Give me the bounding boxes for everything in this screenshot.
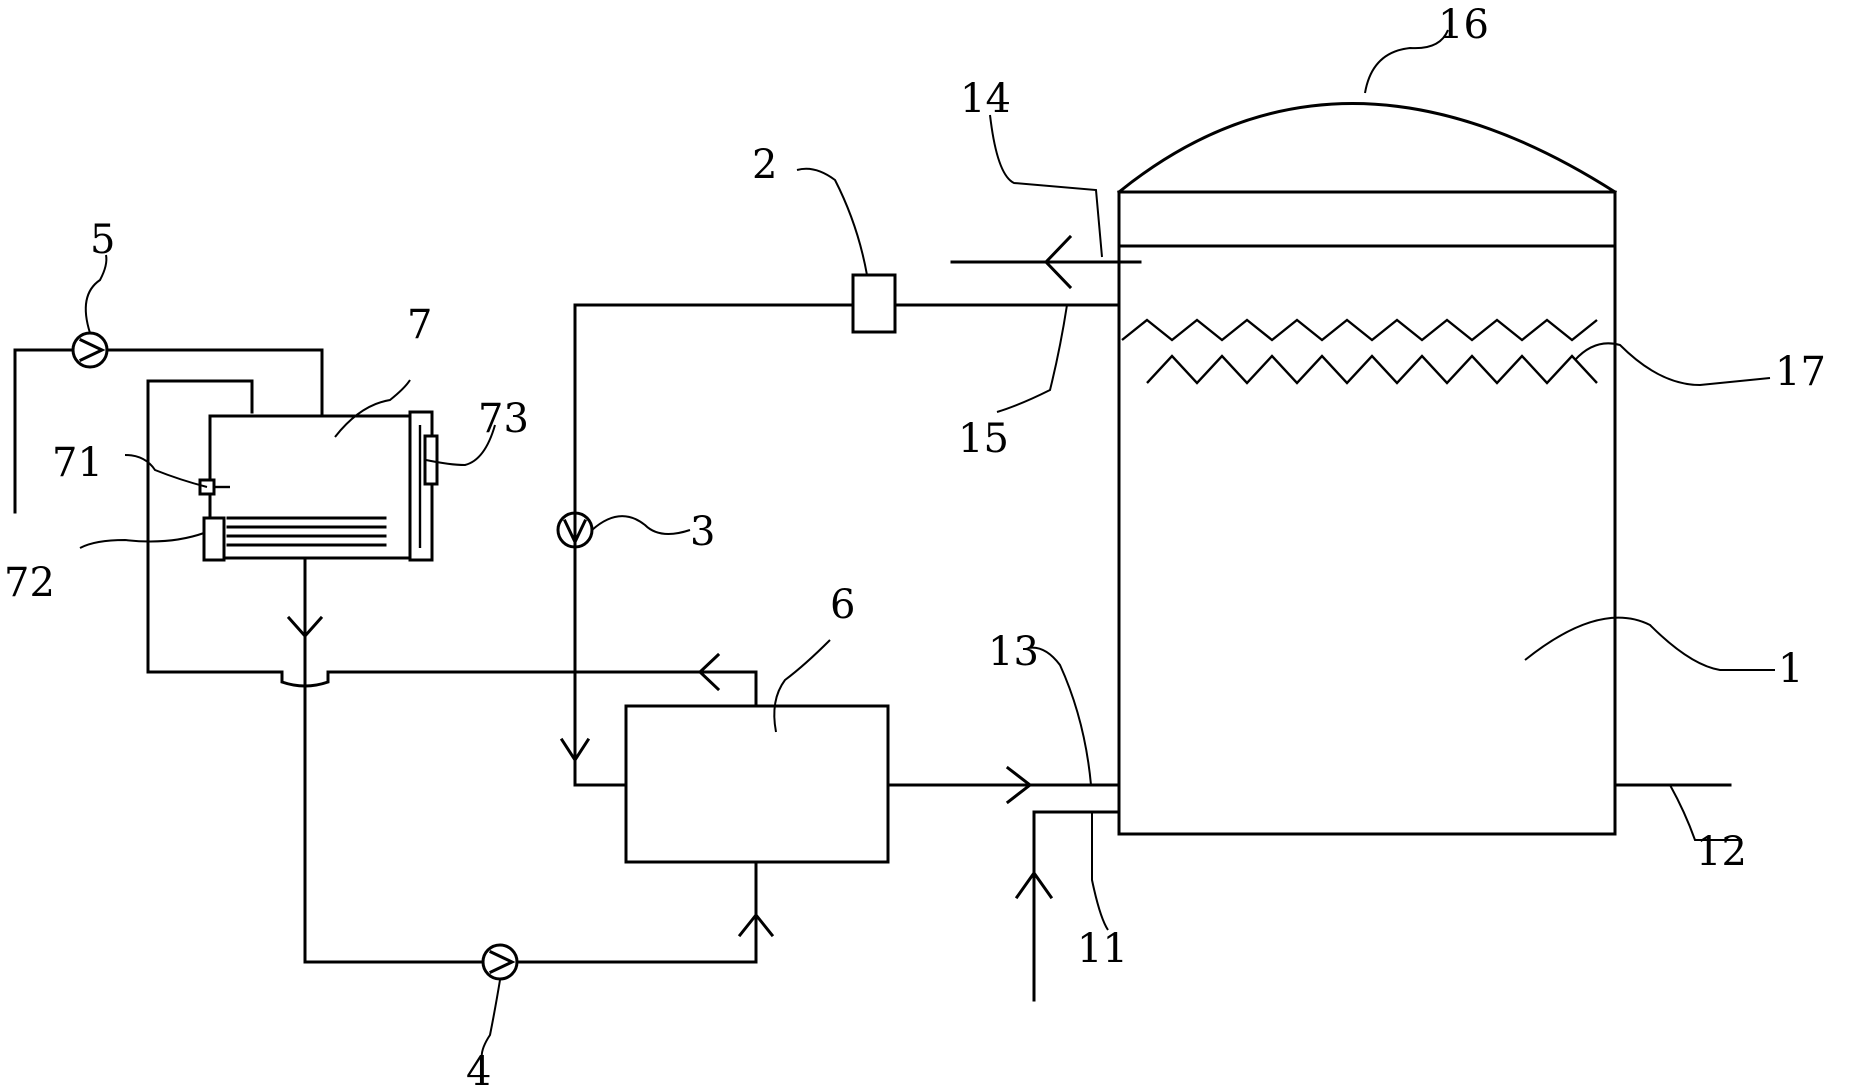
- machine-unit-7: [198, 410, 439, 562]
- label-5: 5: [90, 217, 115, 263]
- inline-component-2: [851, 273, 897, 334]
- label-72: 72: [4, 560, 55, 606]
- label-16: 16: [1438, 2, 1489, 48]
- tower-vessel: [1116, 102, 1618, 836]
- label-13: 13: [988, 629, 1039, 675]
- label-11: 11: [1077, 926, 1128, 972]
- label-12: 12: [1696, 829, 1747, 875]
- label-73: 73: [478, 396, 529, 442]
- label-2: 2: [752, 142, 777, 188]
- label-3: 3: [690, 509, 715, 555]
- reference-numerals: 16 14 2 5 7 73 17 15 71 3 72 6 13 1 12 1…: [4, 2, 1826, 1089]
- label-6: 6: [830, 582, 855, 628]
- pump-4: [481, 943, 519, 981]
- label-71: 71: [52, 440, 103, 486]
- pipe-network: [13, 234, 1732, 1002]
- pump-5: [71, 331, 109, 369]
- label-15: 15: [958, 416, 1009, 462]
- label-17: 17: [1775, 349, 1826, 395]
- label-1: 1: [1778, 646, 1803, 692]
- label-7: 7: [407, 302, 432, 348]
- exchanger-unit-6: [624, 704, 890, 864]
- packing-layer: [1121, 318, 1598, 385]
- leader-lines: [79, 29, 1775, 1061]
- label-4: 4: [466, 1049, 491, 1089]
- label-14: 14: [960, 76, 1011, 122]
